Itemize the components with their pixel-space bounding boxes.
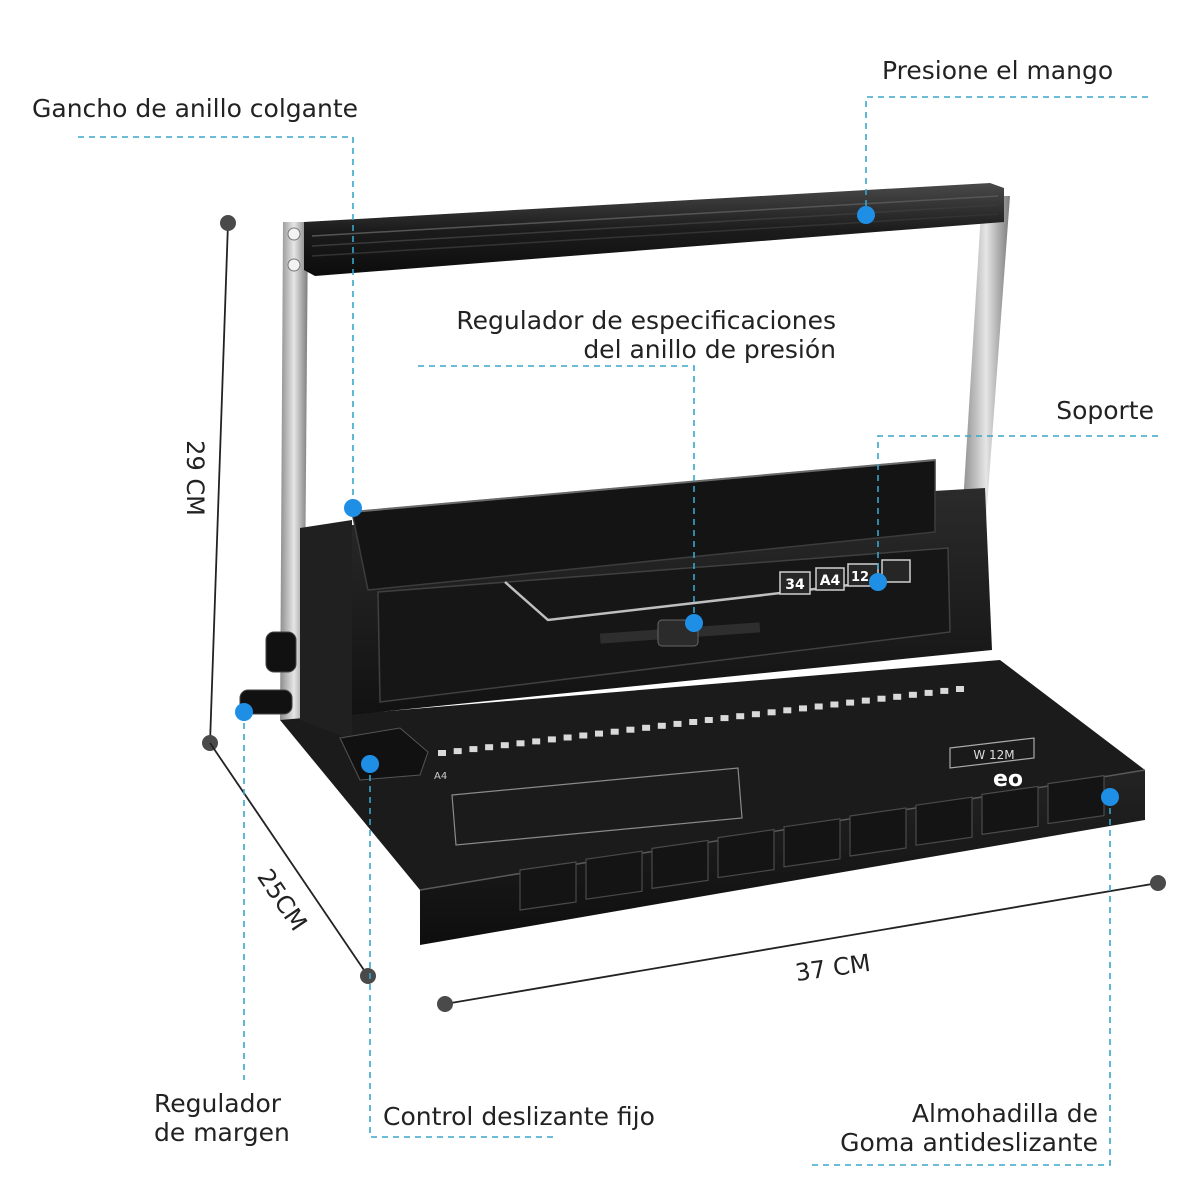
base-plate: [280, 660, 1145, 890]
front-pad: [585, 850, 643, 900]
leader-regulador-espec: [418, 365, 695, 623]
info-label-plate: [451, 767, 743, 846]
marker-presione: [857, 206, 875, 224]
brand-logo: eo: [993, 767, 1023, 792]
punch-hole: [500, 742, 509, 749]
markers: [235, 206, 1119, 806]
paper-size-a4-mark: A4: [434, 771, 447, 782]
punch-hole: [736, 713, 745, 720]
punch-hole: [877, 695, 886, 702]
leader-control: [369, 764, 556, 1138]
label-regulador-especificaciones: Regulador de especificaciones del anillo…: [418, 306, 836, 364]
label-almohadilla-line1: Almohadilla de: [911, 1099, 1098, 1128]
label-soporte: Soporte: [1056, 396, 1154, 425]
punch-hole: [610, 728, 619, 735]
label-almohadilla-line2: Goma antideslizante: [840, 1128, 1098, 1157]
marker-regulador-espec: [685, 614, 703, 632]
label-almohadilla-de-goma: Almohadilla de Goma antideslizante: [790, 1099, 1098, 1157]
model-name: W 12M: [973, 748, 1014, 762]
marker-gancho: [344, 499, 362, 517]
punch-hole: [438, 750, 446, 756]
punch-hole: [846, 699, 855, 706]
punch-hole: [485, 744, 494, 751]
leader-gancho: [78, 136, 354, 508]
punch-hole: [673, 720, 682, 727]
label-presione-el-mango: Presione el mango: [882, 56, 1114, 85]
height-dimension-label: 29 CM: [180, 440, 209, 516]
punch-hole: [516, 740, 525, 747]
label-regulador-de-margen-line2: de margen: [154, 1118, 290, 1147]
size-12-badge: 12: [851, 570, 869, 585]
punch-hole: [767, 709, 776, 716]
leader-soporte: [877, 435, 1158, 582]
margin-knob-lower: [239, 689, 293, 715]
punch-hole: [814, 703, 823, 710]
binding-machine: 34 A4 12 A4 W 12M eo: [239, 183, 1146, 945]
punch-hole: [547, 736, 556, 743]
label-control-deslizante: Control deslizante fijo: [383, 1102, 655, 1131]
punch-hole: [940, 687, 949, 694]
label-regulador-especificaciones-line2: del anillo de presión: [583, 335, 836, 364]
punch-hole-row: [438, 686, 964, 756]
punch-hole: [642, 724, 651, 731]
label-gancho-de-anillo: Gancho de anillo colgante: [32, 94, 359, 123]
label-regulador-de-margen-line1: Regulador: [154, 1089, 282, 1118]
punch-hole: [861, 697, 870, 704]
front-pad: [519, 861, 577, 911]
punch-hole: [908, 691, 917, 698]
punch-hole: [893, 693, 902, 700]
punch-hole: [924, 689, 933, 696]
body-side: [300, 520, 352, 740]
punch-hole: [626, 726, 635, 733]
punch-hole: [657, 722, 666, 729]
punch-hole: [532, 738, 541, 745]
depth-dimension-line: [209, 742, 369, 977]
punch-hole: [579, 732, 588, 739]
height-dimension-top-dot: [220, 215, 236, 231]
punch-hole: [469, 746, 478, 753]
depth-dimension-end-dot: [360, 968, 376, 984]
front-pad: [717, 828, 775, 879]
leader-lines: [78, 96, 1158, 1166]
punch-hole: [783, 707, 792, 714]
size-a4-badge: A4: [820, 573, 841, 589]
dimension-lines: [202, 215, 1166, 1012]
right-support-arm: [962, 196, 1010, 520]
punch-hole: [595, 730, 603, 737]
width-dimension-left-dot: [437, 996, 453, 1012]
front-pads: [519, 774, 1105, 911]
model-plate: [949, 737, 1035, 769]
leader-presione: [865, 96, 1148, 215]
label-regulador-especificaciones-line1: Regulador de especificaciones: [456, 306, 836, 335]
punch-hole: [689, 719, 698, 725]
punch-hole: [956, 686, 964, 692]
marker-regulador-margen: [235, 703, 253, 721]
marker-control: [361, 755, 379, 773]
front-pad: [849, 807, 907, 857]
punch-hole: [453, 748, 462, 755]
punch-hole: [720, 715, 729, 722]
marker-almohadilla: [1101, 788, 1119, 806]
front-pad: [783, 818, 841, 868]
punch-hole: [799, 705, 807, 712]
marker-soporte: [869, 573, 887, 591]
width-dimension-line: [444, 882, 1159, 1005]
press-handle: [304, 183, 1004, 276]
front-pad: [1047, 774, 1105, 825]
margin-knob-upper: [265, 631, 297, 673]
width-dimension-right-dot: [1150, 875, 1166, 891]
punch-hole: [830, 701, 839, 708]
height-dimension-line: [209, 222, 229, 744]
leader-almohadilla: [808, 797, 1111, 1166]
punch-hole: [704, 717, 713, 723]
front-pad: [981, 785, 1039, 836]
punch-hole: [751, 711, 760, 718]
front-pad: [915, 796, 973, 846]
label-regulador-de-margen: Regulador de margen: [154, 1089, 290, 1147]
front-pad: [651, 839, 709, 890]
punch-hole: [563, 734, 572, 741]
size-34-badge: 34: [785, 577, 805, 593]
